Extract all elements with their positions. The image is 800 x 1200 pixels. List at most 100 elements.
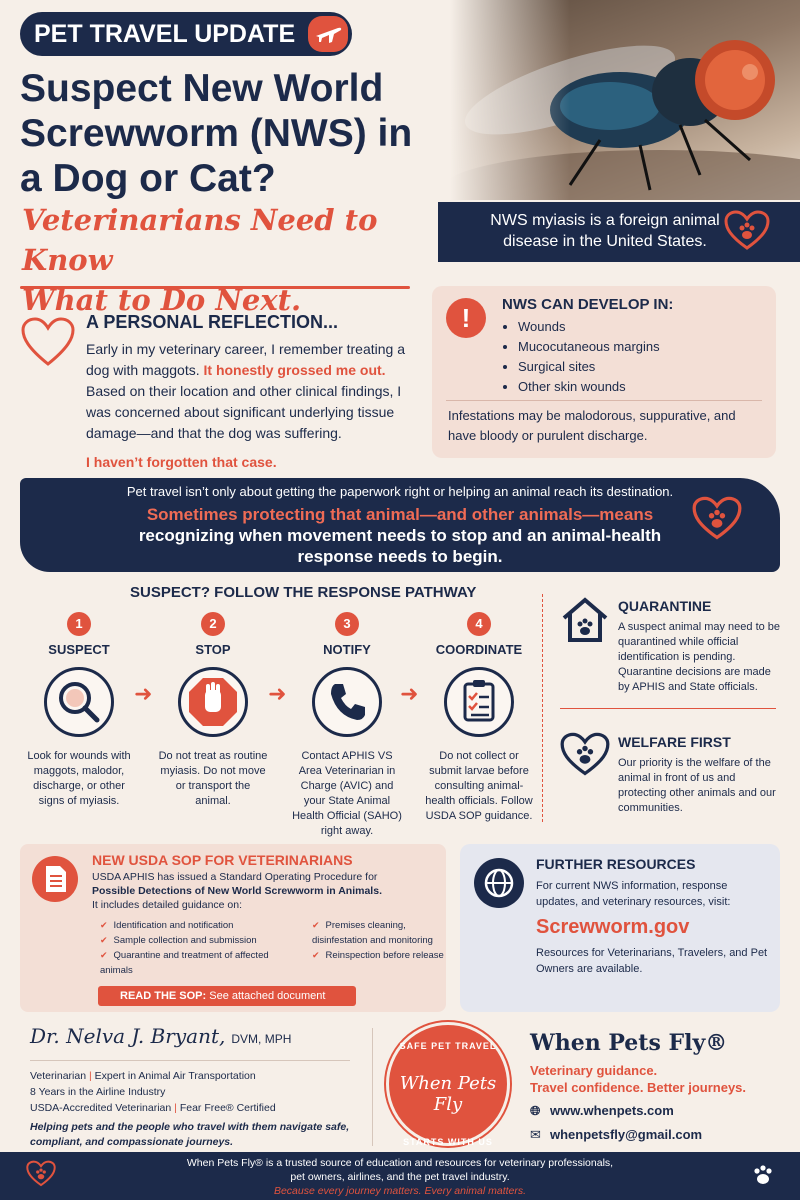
welfare-heading: WELFARE FIRST — [618, 734, 731, 750]
step-label: COORDINATE — [435, 642, 523, 657]
list-item: Other skin wounds — [518, 377, 764, 397]
category-tag-label: PET TRAVEL UPDATE — [34, 20, 296, 48]
sop-intro-line: It includes detailed guidance on: — [92, 899, 243, 911]
credential-part: USDA-Accredited Veterinarian — [30, 1102, 172, 1114]
sop-panel: NEW USDA SOP FOR VETERINARIANS USDA APHI… — [20, 844, 446, 1012]
tagline-line: Veterinary guidance. — [530, 1063, 658, 1078]
badge-middle: When Pets Fly — [399, 1073, 497, 1115]
photo-fade — [450, 0, 570, 200]
quarantine-box: QUARANTINE A suspect animal may need to … — [560, 594, 782, 695]
magnifier-icon — [44, 667, 114, 737]
sop-heading: NEW USDA SOP FOR VETERINARIANS — [92, 852, 353, 868]
develop-heading: NWS CAN DEVELOP IN: — [502, 296, 674, 313]
profile-divider — [372, 1028, 373, 1146]
title-line: Suspect New World — [20, 67, 384, 110]
resources-link[interactable]: Screwworm.gov — [536, 916, 690, 938]
step-notify: 3 NOTIFY Contact APHIS VS Area Veterinar… — [292, 612, 402, 839]
develop-list: Wounds Mucocutaneous margins Surgical si… — [502, 317, 764, 397]
reflection-text-part: Early in my veterinary career, I remembe… — [86, 341, 406, 378]
resources-note: Resources for Veterinarians, Travelers, … — [536, 947, 768, 975]
banner-line: NWS myiasis is a foreign animal — [490, 212, 720, 229]
signature-name: Dr. Nelva J. Bryant, — [30, 1024, 226, 1048]
credential-part: Veterinarian — [30, 1070, 87, 1082]
reflection-text: Early in my veterinary career, I remembe… — [86, 339, 416, 444]
badge-bottom: STARTS WITH US — [403, 1137, 493, 1147]
page-subtitle: Veterinarians Need to Know What to Do Ne… — [22, 200, 422, 320]
title-line: Screwworm (NWS) in — [20, 112, 413, 155]
footer-line: When Pets Fly® is a trusted source of ed… — [186, 1157, 614, 1169]
step-desc: Do not collect or submit larvae before c… — [425, 750, 533, 822]
personal-reflection: A PERSONAL REFLECTION... Early in my vet… — [86, 312, 416, 473]
footer-slogan: Because every journey matters. Every ani… — [273, 1185, 527, 1197]
step-label: NOTIFY — [323, 642, 371, 657]
paw-icon — [750, 1162, 776, 1192]
airplane-icon — [308, 16, 348, 52]
brand-name: When Pets Fly® — [530, 1030, 728, 1056]
callout-line2: Sometimes protecting that animal—and oth… — [146, 505, 654, 524]
heart-paw-icon — [560, 732, 610, 783]
step-desc: Look for wounds with maggots, malodor, d… — [27, 750, 131, 807]
title-line: a Dog or Cat? — [20, 157, 276, 200]
develop-note: Infestations may be malodorous, suppurat… — [448, 408, 736, 443]
signature: Dr. Nelva J. Bryant,DVM, MPH — [30, 1024, 291, 1048]
credential-line: 8 Years in the Airline Industry — [30, 1086, 166, 1098]
step-label: STOP — [195, 642, 231, 657]
tagline-line: Travel confidence. Better journeys. — [530, 1080, 747, 1095]
callout-line3: recognizing when movement needs to stop … — [138, 526, 662, 566]
step-stop: 2 STOP Do not treat as routine myiasis. … — [158, 612, 268, 809]
stop-hand-icon — [178, 667, 248, 737]
step-label: SUSPECT — [48, 642, 110, 657]
step-coordinate: 4 COORDINATE Do not collect or submit la… — [424, 612, 534, 824]
quarantine-text: A suspect animal may need to be quaranti… — [618, 621, 781, 693]
callout-line1: Pet travel isn’t only about getting the … — [126, 484, 674, 499]
sop-intro: USDA APHIS has issued a Standard Operati… — [92, 870, 436, 912]
arrow-right-icon: ➜ — [134, 681, 153, 706]
reflection-heading: A PERSONAL REFLECTION... — [86, 312, 339, 332]
subtitle-underline — [20, 286, 410, 289]
list-item: Mucocutaneous margins — [518, 337, 764, 357]
brand-block: When Pets Fly® Veterinary guidance. Trav… — [530, 1030, 780, 1144]
read-sop-button[interactable]: READ THE SOP: See attached document — [98, 986, 356, 1006]
sop-list-right: Premises cleaning, disinfestation and mo… — [312, 918, 462, 963]
list-item: Identification and notification — [100, 918, 300, 933]
reflection-closing: I haven’t forgotten that case. — [86, 454, 277, 470]
list-item: Sample collection and submission — [100, 933, 300, 948]
credential-part: Expert in Animal Air Transportation — [94, 1070, 256, 1082]
brand-tagline: Veterinary guidance. Travel confidence. … — [530, 1062, 780, 1096]
list-item: Premises cleaning, disinfestation and mo… — [312, 918, 462, 948]
list-item: Wounds — [518, 317, 764, 337]
pathway-title: SUSPECT? FOLLOW THE RESPONSE PATHWAY — [130, 584, 477, 601]
read-sop-label: READ THE SOP: — [120, 990, 207, 1002]
welfare-box: WELFARE FIRST Our priority is the welfar… — [560, 730, 782, 816]
credential-part: Fear Free® Certified — [179, 1102, 276, 1114]
pathway-divider — [542, 594, 543, 822]
sop-list-left: Identification and notification Sample c… — [100, 918, 300, 978]
fly-photo — [450, 0, 800, 200]
step-number: 3 — [335, 612, 359, 636]
side-divider — [560, 708, 776, 709]
arrow-right-icon: ➜ — [400, 681, 419, 706]
heart-outline-icon — [20, 316, 76, 373]
footer-line: pet owners, airlines, and the pet travel… — [290, 1171, 510, 1183]
subtitle-line: Veterinarians Need to Know — [22, 203, 378, 277]
website-link[interactable]: 🌐︎www.whenpets.com — [530, 1102, 780, 1120]
globe-icon — [474, 858, 524, 908]
heart-paw-icon — [692, 496, 742, 547]
list-item: Quarantine and treatment of affected ani… — [100, 948, 300, 978]
credentials: Veterinarian | Expert in Animal Air Tran… — [30, 1068, 276, 1116]
develop-divider — [446, 400, 762, 401]
house-paw-icon — [560, 596, 610, 649]
email-text: whenpetsfly@gmail.com — [550, 1127, 703, 1142]
signature-divider — [30, 1060, 350, 1061]
alert-icon: ! — [446, 298, 486, 338]
resources-text: For current NWS information, response up… — [536, 880, 731, 908]
reflection-highlight: It honestly grossed me out. — [203, 362, 386, 378]
credential-line: Veterinarian | Expert in Animal Air Tran… — [30, 1070, 256, 1082]
sop-intro-line: USDA APHIS has issued a Standard Operati… — [92, 871, 378, 883]
quarantine-heading: QUARANTINE — [618, 598, 712, 614]
arrow-right-icon: ➜ — [268, 681, 287, 706]
email-link[interactable]: ✉whenpetsfly@gmail.com — [530, 1126, 780, 1144]
footer-bar: When Pets Fly® is a trusted source of ed… — [0, 1152, 800, 1200]
step-suspect: 1 SUSPECT Look for wounds with maggots, … — [24, 612, 134, 809]
list-item: Reinspection before release — [312, 948, 462, 963]
